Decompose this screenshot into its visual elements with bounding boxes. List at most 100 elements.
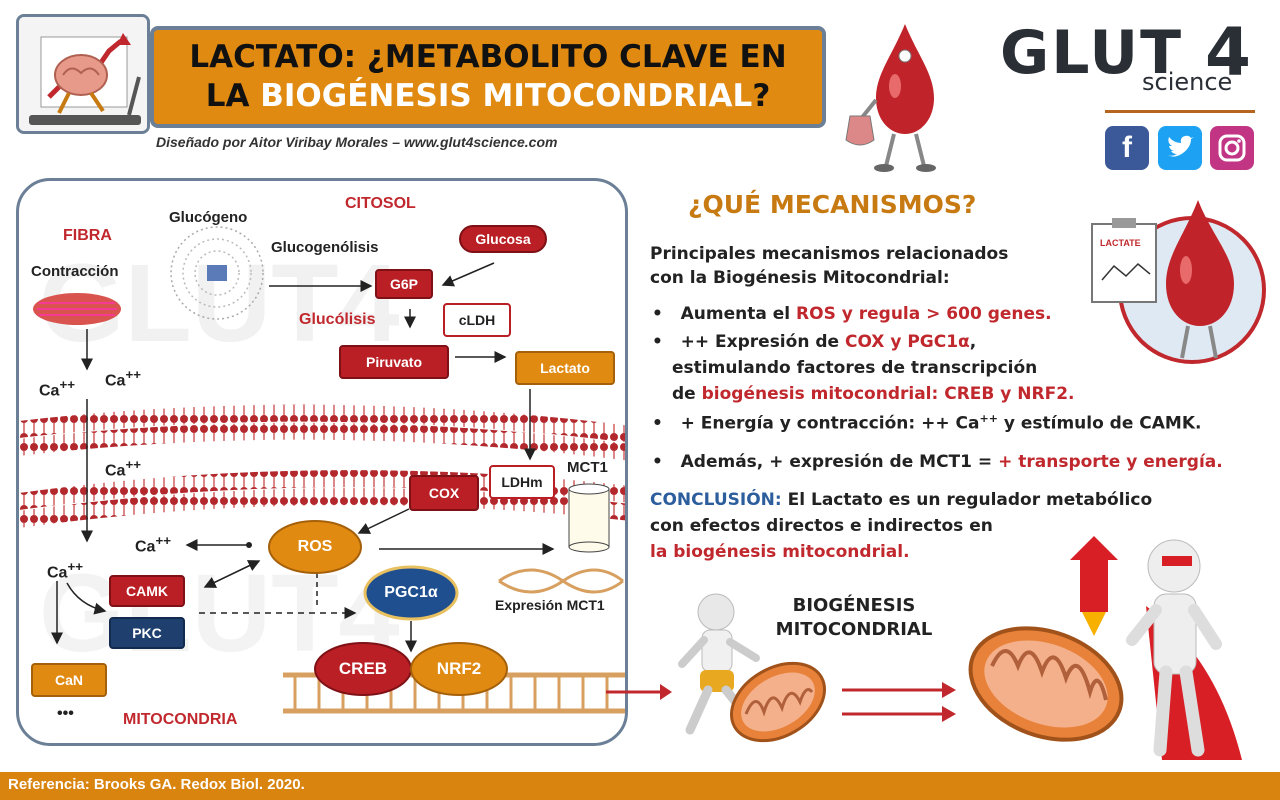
more-dots: ••• <box>57 705 74 722</box>
ca-superscript: ++ <box>125 367 142 382</box>
ca-text: Ca <box>39 382 60 400</box>
bullet-1-highlight: ROS y regula > 600 genes. <box>796 304 1052 324</box>
brand-logo: GLUT <box>1000 18 1183 88</box>
pgc1a-ellipse <box>363 565 459 621</box>
bullet-4-text: Además, + expresión de MCT1 = <box>680 452 999 472</box>
title-highlight: BIOGÉNESIS MITOCONDRIAL <box>260 78 753 114</box>
citosol-label: CITOSOL <box>345 195 416 212</box>
bullet-2-line3-text: de <box>672 384 702 404</box>
twitter-bird-shape <box>1167 135 1194 157</box>
brand-divider <box>1105 110 1255 113</box>
header-illustration <box>16 14 150 134</box>
instagram-camera-shape <box>1218 134 1246 162</box>
ca-text: Ca <box>105 462 126 480</box>
ca-label-4: Ca++ <box>135 533 171 556</box>
contraccion-label: Contracción <box>31 263 119 280</box>
brain-treadmill-illustration <box>19 17 147 131</box>
bullet-2-text: ++ Expresión de <box>680 332 845 352</box>
title-line2-suffix: ? <box>752 78 771 114</box>
conclusion-text: El Lactato es un regulador metabólico <box>781 490 1153 510</box>
brand-subtitle: science <box>1142 68 1233 96</box>
ca-superscript: ++ <box>67 559 84 574</box>
expresion-mct1-label: Expresión MCT1 <box>495 597 605 613</box>
blood-drop-mascot-flask <box>845 24 936 172</box>
glycogen-cluster <box>170 226 264 320</box>
conclusion-line3: la biogénesis mitocondrial. <box>650 542 910 562</box>
bullet-2-line3: de biogénesis mitocondrial: CREB y NRF2. <box>672 384 1075 404</box>
g6p-node: G6P <box>375 269 433 299</box>
ros-ellipse <box>268 520 362 574</box>
bullet-2-post: , <box>969 332 977 352</box>
lactato-node: Lactato <box>515 351 615 385</box>
facebook-icon[interactable]: f <box>1105 126 1149 170</box>
nrf2-ellipse <box>410 642 508 696</box>
ca-superscript: ++ <box>59 377 76 392</box>
nrf2-label: NRF2 <box>436 659 482 678</box>
intro-line2: con la Biogénesis Mitocondrial: <box>650 268 950 288</box>
mct1-dna-helix <box>498 568 624 594</box>
ros-label: ROS <box>297 538 333 555</box>
credit-line: Diseñado por Aitor Viribay Morales – www… <box>156 134 558 150</box>
camk-node: CAMK <box>109 575 185 607</box>
glucogeno-label: Glucógeno <box>169 209 248 226</box>
bullet-2-line2: estimulando factores de transcripción <box>672 358 1038 378</box>
cox-node: COX <box>409 475 479 511</box>
ca-text: Ca <box>135 538 156 556</box>
bullet-2-line3-highlight: biogénesis mitocondrial: CREB y NRF2. <box>701 384 1075 404</box>
ca-label-5: Ca++ <box>47 559 83 582</box>
reference-footer: Referencia: Brooks GA. Redox Biol. 2020. <box>0 772 1280 800</box>
ca-label-1: Ca++ <box>39 377 75 400</box>
piruvato-node: Piruvato <box>339 345 449 379</box>
cldh-node: cLDH <box>443 303 511 337</box>
mechanisms-heading: ¿QUÉ MECANISMOS? <box>688 190 977 219</box>
bullet-4-highlight: + transporte y energía. <box>998 452 1223 472</box>
bullet-2-highlight: COX y PGC1α <box>844 332 970 352</box>
brand-number: 4 <box>1205 14 1251 91</box>
creb-label: CREB <box>338 659 388 678</box>
biogenesis-line1: BIOGÉNESIS <box>792 595 916 616</box>
glucolisis-label: Glucólisis <box>299 311 376 328</box>
lactate-sign-text: LACTATE <box>1100 238 1141 248</box>
bullet-3-text: + Energía y contracción: ++ Ca <box>680 413 980 434</box>
bullet-3-superscript: ++ <box>979 412 998 425</box>
ldhm-node: LDHm <box>489 465 555 499</box>
fibra-label: FIBRA <box>63 227 112 244</box>
glucogenolisis-label: Glucogenólisis <box>271 239 379 256</box>
ca-superscript: ++ <box>125 457 142 472</box>
pgc1a-label: PGC1α <box>384 584 438 601</box>
glucosa-node: Glucosa <box>459 225 547 253</box>
conclusion-label: CONCLUSIÓN: <box>650 490 782 510</box>
lactate-drop-mascot: LACTATE <box>1091 200 1266 364</box>
conclusion-line2: con efectos directos e indirectos en <box>650 516 993 536</box>
bullet-2: • ++ Expresión de COX y PGC1α, <box>652 332 977 352</box>
cell-diagram-panel: GLUT4 GLUT4 <box>16 178 628 746</box>
double-red-arrows <box>842 682 956 722</box>
mct1-label: MCT1 <box>567 459 608 476</box>
conclusion-line1: CONCLUSIÓN: El Lactato es un regulador m… <box>650 490 1152 510</box>
intro-line1: Principales mecanismos relacionados <box>650 244 1009 264</box>
twitter-icon[interactable] <box>1158 126 1202 170</box>
mct1-transporter <box>568 483 610 553</box>
title-line1: LACTATO: ¿METABOLITO CLAVE EN <box>189 39 787 76</box>
can-node: CaN <box>31 663 107 697</box>
ca-superscript: ++ <box>155 533 172 548</box>
bullet-3: • + Energía y contracción: ++ Ca++ y est… <box>652 412 1202 434</box>
bullet-1: • Aumenta el ROS y regula > 600 genes. <box>652 304 1052 324</box>
biogenesis-line2: MITOCONDRIAL <box>775 619 933 641</box>
biogenesis-label: BIOGÉNESIS MITOCONDRIAL <box>744 594 964 643</box>
ca-text: Ca <box>47 564 68 582</box>
title-line2: LA BIOGÉNESIS MITOCONDRIAL? <box>206 77 771 116</box>
instagram-icon[interactable] <box>1210 126 1254 170</box>
pkc-node: PKC <box>109 617 185 649</box>
ca-label-2: Ca++ <box>105 367 141 390</box>
bullet-1-text: Aumenta el <box>680 304 797 324</box>
mitocondria-label: MITOCONDRIA <box>123 711 238 728</box>
ca-label-3: Ca++ <box>105 457 141 480</box>
bullet-3-post: y estímulo de CAMK. <box>997 413 1202 434</box>
super-mitochondrion-hero <box>968 536 1242 760</box>
ca-text: Ca <box>105 372 126 390</box>
red-arrow-1 <box>606 684 672 700</box>
runner-with-mitochondrion <box>678 593 827 743</box>
title-line2-prefix: LA <box>205 78 261 114</box>
bullet-4: • Además, + expresión de MCT1 = + transp… <box>652 452 1223 472</box>
